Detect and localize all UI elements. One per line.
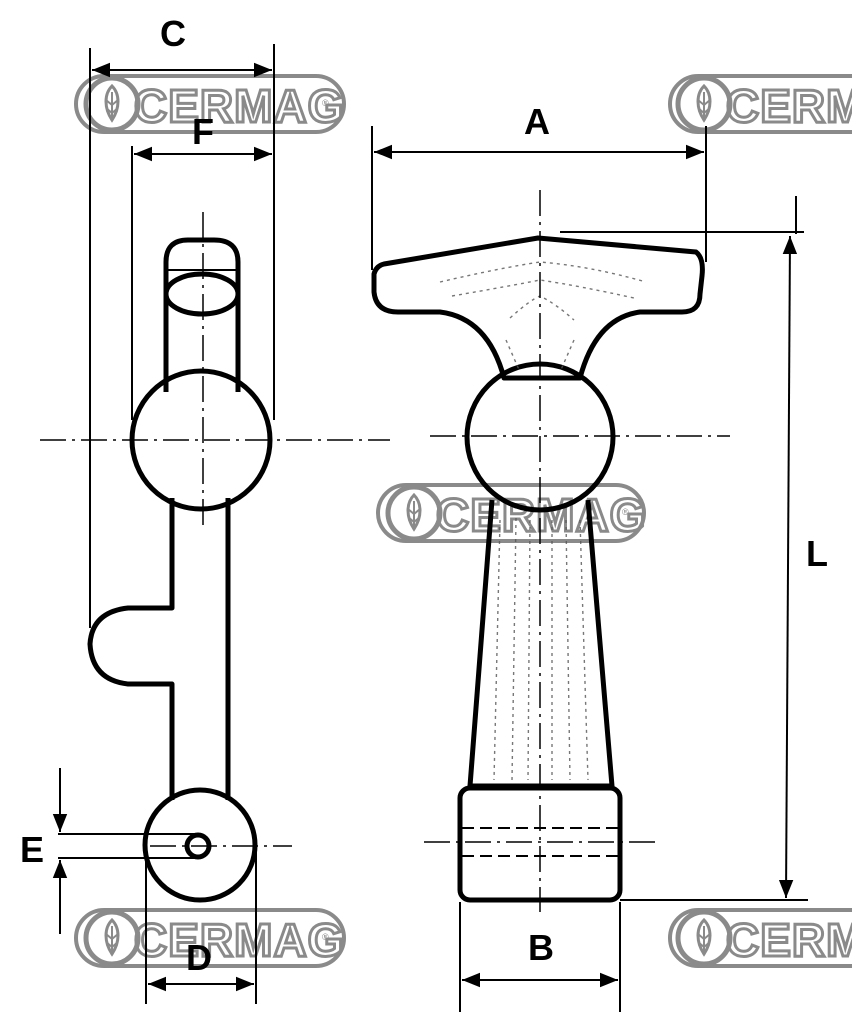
- dimension-d: D: [145, 852, 257, 1004]
- side-bottom-eye: [142, 787, 258, 903]
- side-top-tab: [163, 237, 241, 392]
- dimension-label-l: L: [806, 533, 828, 574]
- wheat-leaf-icon: [678, 912, 730, 964]
- watermark-top-right: CERM: [668, 74, 852, 134]
- wheat-leaf-icon: [86, 912, 138, 964]
- wheat-leaf-icon: [678, 78, 730, 130]
- watermark-registered: ®: [622, 507, 629, 517]
- watermark-text: CERMAG: [134, 80, 344, 132]
- watermark-text: CERMAG: [436, 489, 646, 541]
- dimension-label-b: B: [528, 927, 554, 968]
- watermark-bottom-right: CERMAG: [668, 908, 852, 968]
- dimension-label-f: F: [192, 111, 214, 152]
- dimension-label-c: C: [160, 13, 186, 54]
- side-stem-left: [87, 498, 175, 800]
- watermark-text: CERM: [726, 80, 852, 132]
- side-slot: [163, 271, 241, 317]
- dimension-e: E: [20, 768, 68, 934]
- watermark-center: CERMAG ®: [376, 483, 647, 543]
- watermark-text: CERMAG: [134, 914, 344, 966]
- dimension-label-e: E: [20, 829, 44, 870]
- dimension-label-d: D: [186, 937, 212, 978]
- dimension-f: F: [131, 111, 272, 420]
- dimension-l: L: [560, 196, 828, 901]
- dimension-c: C: [89, 13, 275, 628]
- dimension-b: B: [459, 902, 621, 1012]
- side-view: [40, 212, 390, 903]
- watermark-registered: ®: [322, 932, 329, 942]
- front-view: [371, 190, 730, 912]
- watermark-bottom-left: CERMAG ®: [74, 908, 346, 968]
- watermark-text: CERMAG: [726, 914, 852, 966]
- wheat-leaf-icon: [388, 487, 440, 539]
- dimension-a: A: [371, 101, 707, 270]
- front-head: [371, 235, 705, 381]
- dimension-label-a: A: [524, 101, 550, 142]
- watermark-registered: ®: [322, 98, 329, 108]
- wheat-leaf-icon: [86, 78, 138, 130]
- front-boss: [457, 785, 623, 903]
